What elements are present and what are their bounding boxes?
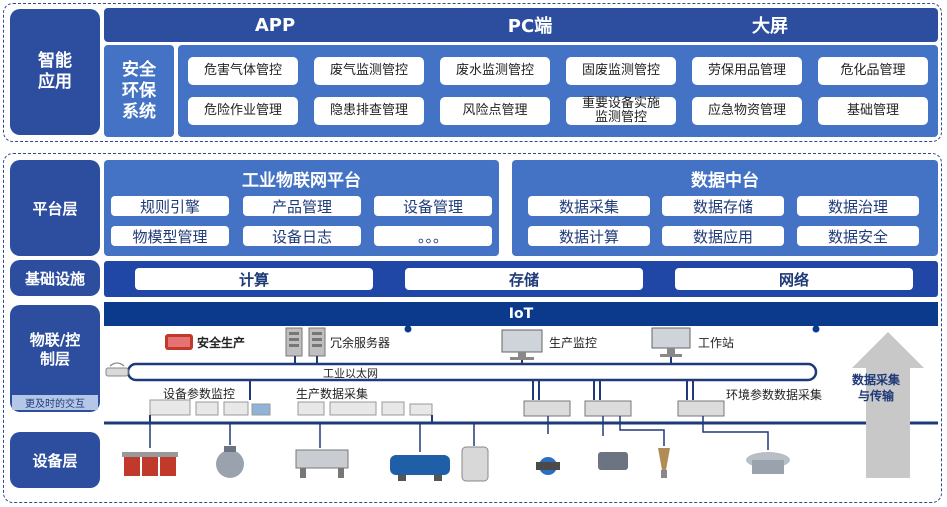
label-industrial-ethernet: 工业以太网 xyxy=(323,367,378,380)
module-waste-water[interactable]: 废水监测管控 xyxy=(440,57,550,85)
filter-press-icon xyxy=(295,449,349,478)
module-exhaust-gas[interactable]: 废气监测管控 xyxy=(314,57,424,85)
iot-item-product[interactable]: 产品管理 xyxy=(243,196,361,216)
iot-node-dot xyxy=(404,325,412,333)
dc-item-application[interactable]: 数据应用 xyxy=(662,226,784,246)
kettle-icon xyxy=(216,446,244,478)
device-layer-label: 设备层 xyxy=(10,432,100,488)
app-layer-label: 智能 应用 xyxy=(10,9,100,135)
module-ppe[interactable]: 劳保用品管理 xyxy=(692,57,802,85)
app-header-bar xyxy=(104,8,938,42)
iot-item-thing-model[interactable]: 物模型管理 xyxy=(111,226,229,246)
infra-compute[interactable]: 计算 xyxy=(135,268,373,290)
storage-tank-icon xyxy=(461,446,489,482)
monitor-icon xyxy=(501,329,543,360)
iot-node-dot xyxy=(812,325,820,333)
label-param-monitor: 设备参数监控 xyxy=(163,387,236,401)
header-pc: PC端 xyxy=(507,16,553,37)
infra-storage[interactable]: 存储 xyxy=(405,268,643,290)
pump-icon xyxy=(598,452,628,470)
label-safety-production: 安全生产 xyxy=(197,336,246,350)
workstation-icon xyxy=(651,327,691,357)
flow-meter-icon xyxy=(536,457,560,475)
label-env-collection: 环境参数数据采集 xyxy=(726,388,823,402)
system-label: 安全 环保 系统 xyxy=(104,45,174,137)
iot-item-device[interactable]: 设备管理 xyxy=(374,196,492,216)
safety-device-icon xyxy=(165,334,193,350)
label-production-monitor: 生产监控 xyxy=(549,336,598,350)
module-hazard-gas[interactable]: 危害气体管控 xyxy=(188,57,298,85)
label-data-transfer: 数据采集 与传输 xyxy=(851,373,900,403)
dc-item-storage[interactable]: 数据存储 xyxy=(662,196,784,216)
control-panel-icon xyxy=(149,399,433,416)
app-layer-frame xyxy=(3,3,942,142)
infra-network[interactable]: 网络 xyxy=(675,268,913,290)
reactor-tanks-icon xyxy=(122,452,178,476)
iot-platform-title: 工业物联网平台 xyxy=(242,170,361,191)
module-solid-waste[interactable]: 固废监测管控 xyxy=(566,57,676,85)
dc-item-collect[interactable]: 数据采集 xyxy=(528,196,650,216)
header-app: APP xyxy=(254,14,296,36)
upward-arrow-icon xyxy=(852,332,924,478)
module-panel xyxy=(178,45,938,137)
iot-item-rule-engine[interactable]: 规则引擎 xyxy=(111,196,229,216)
module-basic-mgmt[interactable]: 基础管理 xyxy=(818,97,928,125)
iot-bar: IoT xyxy=(104,302,938,326)
label-data-collection: 生产数据采集 xyxy=(296,387,369,401)
level-sensor-icon xyxy=(658,448,670,478)
centrifuge-icon xyxy=(390,455,450,481)
plc-rack-icon xyxy=(523,400,725,417)
wifi-router-icon xyxy=(105,362,129,377)
module-dangerous-work[interactable]: 危险作业管理 xyxy=(188,97,298,125)
control-sub-label: 更及时的交互 xyxy=(12,395,98,410)
infra-layer-label: 基础设施 xyxy=(10,260,100,296)
ethernet-ring xyxy=(126,362,818,382)
data-center-title: 数据中台 xyxy=(691,170,759,191)
vibrating-screen-icon xyxy=(746,452,790,474)
module-key-equipment[interactable]: 重要设备实施 监测管控 xyxy=(566,97,676,125)
module-hazchem[interactable]: 危化品管理 xyxy=(818,57,928,85)
header-bigscreen: 大屏 xyxy=(752,16,788,37)
dc-item-security[interactable]: 数据安全 xyxy=(797,226,919,246)
server-icon xyxy=(285,327,326,357)
iot-item-device-log[interactable]: 设备日志 xyxy=(243,226,361,246)
dc-item-governance[interactable]: 数据治理 xyxy=(797,196,919,216)
module-risk-point[interactable]: 风险点管理 xyxy=(440,97,550,125)
module-hazard-inspection[interactable]: 隐患排查管理 xyxy=(314,97,424,125)
module-emergency-supplies[interactable]: 应急物资管理 xyxy=(692,97,802,125)
label-workstation: 工作站 xyxy=(698,336,735,350)
platform-layer-label: 平台层 xyxy=(10,160,100,256)
iot-item-more[interactable]: 。。。 xyxy=(374,226,492,246)
control-layer-label: 物联/控 制层 xyxy=(10,305,100,412)
dc-item-compute[interactable]: 数据计算 xyxy=(528,226,650,246)
platform-layer-frame xyxy=(3,153,942,503)
label-redundant-server: 冗余服务器 xyxy=(330,336,391,350)
